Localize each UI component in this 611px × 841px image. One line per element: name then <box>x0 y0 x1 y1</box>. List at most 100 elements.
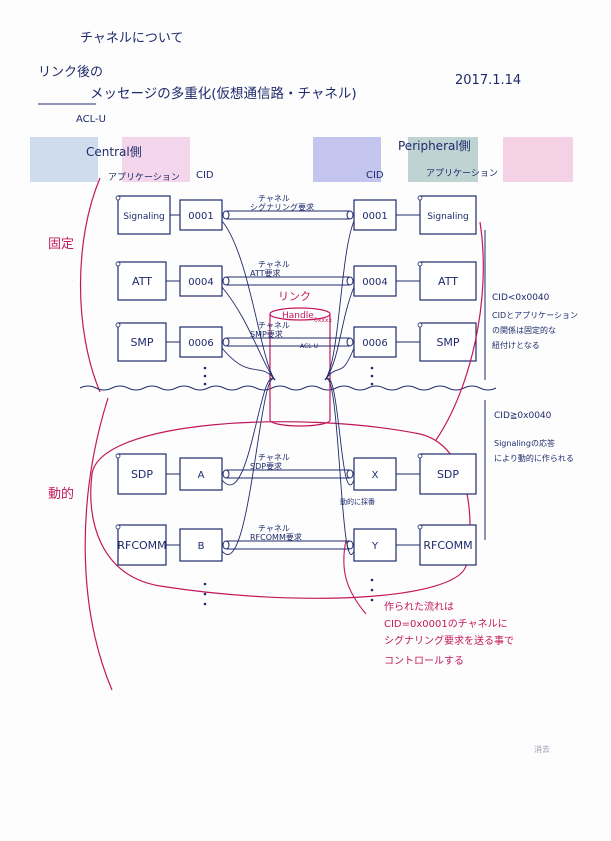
app-box-left-sdp <box>117 453 167 495</box>
bottom-note-4: コントロールする <box>384 655 464 667</box>
app-box-right-signaling <box>419 195 477 235</box>
dynamic-bracket <box>84 397 113 691</box>
cid-box-right-att <box>353 265 397 297</box>
link-connector-right-att <box>324 286 355 381</box>
cid-box-left-smp-label: 0006 <box>188 338 213 349</box>
app-box-left-rfcomm-label: RFCOMM <box>117 539 166 552</box>
cid-box-left-sdp <box>179 457 223 491</box>
cid-box-right-rfcomm-label: Y <box>371 541 379 552</box>
channel-pipe-signaling-cap-right <box>346 210 354 220</box>
app-box-right-signaling-label: Signaling <box>427 212 469 222</box>
color-swatch-5 <box>503 137 573 182</box>
link-connector-left-smp <box>221 347 276 381</box>
note-fixed-desc-1: CIDとアプリケーション <box>492 311 578 320</box>
fixed-bracket <box>79 177 101 393</box>
channel-request-sdp: SDP要求 <box>250 461 282 471</box>
app-box-right-smp-label: SMP <box>436 336 459 349</box>
cid-box-right-sdp <box>353 457 397 491</box>
app-marker-left-rfcomm <box>115 524 121 530</box>
cid-box-left-sdp-label: A <box>198 470 205 481</box>
app-marker-left-sdp <box>115 453 121 459</box>
cid-box-right-signaling-label: 0001 <box>362 211 387 222</box>
continuation-dots <box>203 366 374 606</box>
color-swatch-1 <box>30 137 98 182</box>
cid-box-left-smp <box>179 326 223 358</box>
color-swatch-2 <box>122 137 190 182</box>
link-acl-sub: ACL-U <box>300 343 318 350</box>
app-box-right-att-label: ATT <box>438 275 458 288</box>
dynamic-assign-note: 動的に採番 <box>340 497 375 506</box>
channel-pipe-signaling-cap-left <box>222 210 230 220</box>
channel-pipe-att-cap-right <box>346 276 354 286</box>
channel-pipe-smp-cap-right <box>346 337 354 347</box>
cid-box-right-smp-label: 0006 <box>362 338 387 349</box>
app-marker-right-att <box>417 261 423 267</box>
dynamic-section-label: 動的 <box>48 486 74 502</box>
channel-label-smp: チャネル <box>258 321 290 330</box>
bottom-note-1: 作られた流れは <box>384 600 454 613</box>
app-marker-left-smp <box>115 322 121 328</box>
channel-request-rfcomm: RFCOMM要求 <box>250 532 302 542</box>
cid-left-label: CID <box>196 170 214 181</box>
channel-request-att: ATT要求 <box>250 268 280 278</box>
app-box-right-att <box>419 261 477 301</box>
cid-box-right-att-label: 0004 <box>362 277 387 288</box>
channel-pipe-sdp-cap-right <box>346 469 354 479</box>
app-marker-right-signaling <box>417 195 423 201</box>
note-fixed-desc-3: 紐付けとなる <box>492 340 540 350</box>
bottom-note-arrow <box>343 539 367 615</box>
central-app-label: アプリケーション <box>108 172 180 183</box>
peripheral-side-label: Peripheral側 <box>398 139 471 153</box>
channel-request-signaling: シグナリング要求 <box>250 202 314 212</box>
note-fixed-range: CID<0x0040 <box>492 293 550 303</box>
link-cylinder-bottom <box>269 419 331 427</box>
color-swatch-4 <box>408 137 478 182</box>
note-dynamic-desc-1: Signalingの応答 <box>494 438 555 448</box>
app-box-left-smp-label: SMP <box>130 336 153 349</box>
cid-box-right-sdp-label: X <box>372 470 379 481</box>
channel-pipe-smp-cap-left <box>222 337 230 347</box>
cid-box-left-rfcomm-label: B <box>198 541 205 552</box>
note-dynamic-desc-2: により動的に作られる <box>494 453 574 463</box>
app-marker-right-rfcomm <box>417 524 423 530</box>
link-label: リンク <box>278 290 311 303</box>
app-marker-right-sdp <box>417 453 423 459</box>
cid-box-left-att-label: 0004 <box>188 277 213 288</box>
app-box-left-signaling-label: Signaling <box>123 212 165 222</box>
cid-box-left-att <box>179 265 223 297</box>
page-title: チャネルについて <box>80 31 183 46</box>
wavy-divider <box>79 385 497 391</box>
link-connector-right-sdp <box>324 377 355 485</box>
bottom-note-3: シグナリング要求を送る事で <box>384 634 514 647</box>
signaling-response-arrow <box>435 221 484 441</box>
main-heading: メッセージの多重化(仮想通信路・チャネル) <box>90 85 357 102</box>
app-box-left-smp <box>117 322 167 362</box>
link-connector-right-rfcomm <box>324 378 355 555</box>
app-box-left-att-label: ATT <box>132 275 152 288</box>
date: 2017.1.14 <box>455 73 521 88</box>
app-marker-left-signaling <box>115 195 121 201</box>
peripheral-app-label: アプリケーション <box>426 168 498 179</box>
app-box-right-sdp-label: SDP <box>437 468 459 481</box>
color-swatch-3 <box>313 137 381 182</box>
note-fixed-desc-2: の関係は固定的な <box>492 325 556 335</box>
channel-pipe-sdp-cap-left <box>222 469 230 479</box>
link-connector-left-signaling <box>221 220 276 381</box>
link-connector-right-signaling <box>324 220 355 381</box>
app-box-right-rfcomm <box>419 524 477 566</box>
link-handle-value: 0xxxx <box>314 317 332 324</box>
bottom-note-2: CID=0x0001のチャネルに <box>384 618 508 630</box>
note-dynamic-range: CID≧0x0040 <box>494 411 552 421</box>
app-marker-left-att <box>115 261 121 267</box>
channel-label-signaling: チャネル <box>258 194 290 203</box>
app-box-right-rfcomm-label: RFCOMM <box>423 539 472 552</box>
cid-box-left-signaling-label: 0001 <box>188 211 213 222</box>
central-side-label: Central側 <box>86 145 142 159</box>
fixed-section-label: 固定 <box>48 237 74 252</box>
cid-box-left-signaling <box>179 199 223 231</box>
link-handle-label: Handle <box>282 311 314 321</box>
subtitle: リンク後の <box>38 65 103 80</box>
